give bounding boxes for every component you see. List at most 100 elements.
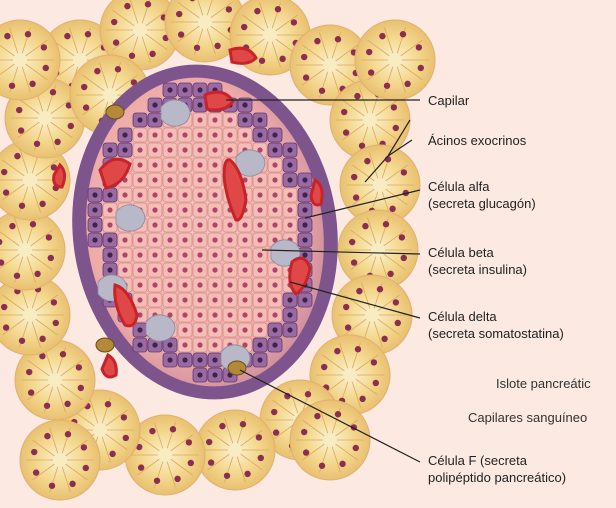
cell-nucleus (152, 342, 157, 347)
cell-nucleus (152, 237, 157, 242)
cell-nucleus (197, 297, 202, 302)
cell-nucleus (197, 237, 202, 242)
acinus (355, 20, 435, 100)
cell-nucleus (287, 312, 292, 317)
cell-nucleus (197, 267, 202, 272)
cell-nucleus (182, 297, 187, 302)
cell-nucleus (242, 282, 247, 287)
cell-nucleus (212, 117, 217, 122)
cell-nucleus (257, 252, 262, 257)
cell-nucleus (212, 267, 217, 272)
cell-nucleus (212, 342, 217, 347)
cell-nucleus (137, 237, 142, 242)
cell-nucleus (302, 252, 307, 257)
cell-nucleus (242, 297, 247, 302)
cell-nucleus (257, 132, 262, 137)
cell-nucleus (302, 192, 307, 197)
cell-nucleus (212, 237, 217, 242)
cell-nucleus (212, 327, 217, 332)
cell-nucleus (242, 102, 247, 107)
cell-nucleus (152, 282, 157, 287)
label-delta-title: Célula delta (428, 308, 564, 325)
cell-nucleus (107, 222, 112, 227)
cell-nucleus (137, 147, 142, 152)
delta-cell-cluster (146, 315, 175, 341)
cell-nucleus (152, 222, 157, 227)
cell-nucleus (197, 312, 202, 317)
cell-nucleus (182, 147, 187, 152)
cell-nucleus (137, 267, 142, 272)
label-alfa: Célula alfa (secreta glucagón) (428, 178, 536, 212)
cell-nucleus (227, 297, 232, 302)
cell-nucleus (257, 267, 262, 272)
cell-nucleus (182, 282, 187, 287)
cell-nucleus (272, 177, 277, 182)
label-acinos: Ácinos exocrinos (428, 132, 526, 149)
acinus (0, 210, 65, 290)
capillary-vessel (311, 180, 322, 205)
cell-nucleus (272, 267, 277, 272)
cell-nucleus (92, 192, 97, 197)
cell-nucleus (257, 282, 262, 287)
cell-nucleus (197, 147, 202, 152)
cell-nucleus (227, 267, 232, 272)
cell-nucleus (182, 252, 187, 257)
cell-nucleus (152, 207, 157, 212)
cell-nucleus (287, 207, 292, 212)
acinus (20, 420, 100, 500)
cell-nucleus (107, 147, 112, 152)
cell-nucleus (272, 327, 277, 332)
cell-nucleus (287, 222, 292, 227)
cell-nucleus (182, 222, 187, 227)
label-capilares-cut: Capilares sanguíneo (468, 410, 587, 425)
cell-nucleus (152, 252, 157, 257)
cell-nucleus (197, 132, 202, 137)
cell-nucleus (287, 162, 292, 167)
cell-nucleus (227, 312, 232, 317)
cell-nucleus (257, 342, 262, 347)
cell-nucleus (197, 282, 202, 287)
cell-nucleus (287, 177, 292, 182)
cell-nucleus (122, 252, 127, 257)
cell-nucleus (212, 357, 217, 362)
cell-nucleus (197, 87, 202, 92)
cell-nucleus (137, 162, 142, 167)
cell-nucleus (167, 147, 172, 152)
cell-nucleus (212, 312, 217, 317)
cell-nucleus (92, 207, 97, 212)
f-cell (96, 338, 114, 352)
cell-nucleus (257, 207, 262, 212)
cell-nucleus (272, 297, 277, 302)
cell-nucleus (257, 222, 262, 227)
label-celula-f: Célula F (secreta polipéptido pancreátic… (428, 452, 566, 486)
cell-nucleus (302, 207, 307, 212)
cell-nucleus (167, 177, 172, 182)
label-beta-sub: (secreta insulina) (428, 261, 527, 278)
cell-nucleus (197, 357, 202, 362)
cell-nucleus (212, 372, 217, 377)
cell-nucleus (242, 237, 247, 242)
cell-nucleus (152, 192, 157, 197)
cell-nucleus (92, 222, 97, 227)
f-cell (228, 361, 246, 375)
cell-nucleus (137, 132, 142, 137)
label-alfa-title: Célula alfa (428, 178, 536, 195)
cell-nucleus (167, 222, 172, 227)
cell-nucleus (212, 282, 217, 287)
cell-nucleus (152, 177, 157, 182)
cell-nucleus (227, 282, 232, 287)
cell-nucleus (197, 342, 202, 347)
label-beta-title: Célula beta (428, 244, 527, 261)
cell-nucleus (302, 177, 307, 182)
cell-nucleus (257, 312, 262, 317)
cell-nucleus (167, 297, 172, 302)
cell-nucleus (167, 342, 172, 347)
cell-nucleus (272, 132, 277, 137)
label-acinos-title: Ácinos exocrinos (428, 132, 526, 149)
cell-nucleus (227, 132, 232, 137)
label-capilar: Capilar (428, 92, 469, 109)
cell-nucleus (212, 192, 217, 197)
cell-nucleus (137, 192, 142, 197)
cell-nucleus (272, 162, 277, 167)
